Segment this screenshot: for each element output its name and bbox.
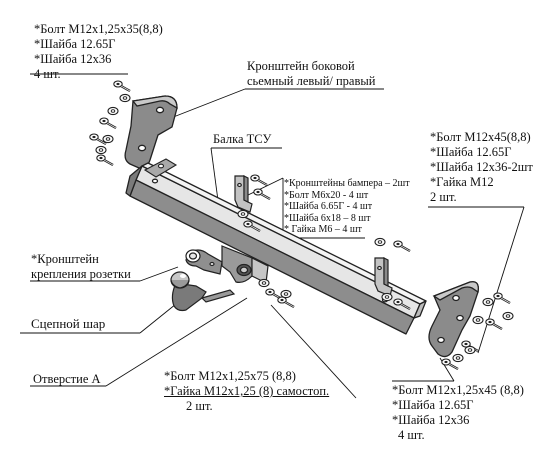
callout-top-left: *Болт М12х1,25х35(8,8) *Шайба 12.65Г *Ша… [34, 22, 163, 82]
left-side-bracket-shape [124, 95, 178, 169]
right-upper-line-2: *Шайба 12.65Г [430, 145, 512, 159]
right-upper-line-4: *Гайка М12 [430, 175, 494, 189]
callout-ball: Сцепной шар [31, 316, 105, 331]
callout-socket-bracket: *Кронштейн крепления розетки [31, 252, 131, 282]
center-bottom-line-1: *Болт М12х1,25х75 (8,8) [164, 369, 296, 383]
right-lower-line-3: *Шайба 12х36 [392, 413, 470, 427]
callout-hole: Отверстие А [33, 372, 101, 387]
right-lower-line-2: *Шайба 12.65Г [392, 398, 474, 412]
callout-beam: Балка ТСУ [213, 132, 271, 147]
center-bottom-line-2: *Гайка М12х1,25 (8) самостоп. [164, 384, 330, 398]
tow-ball-shape [170, 271, 236, 312]
side-bracket-line-2: сьемный левый/ правый [247, 74, 376, 88]
center-hardware [258, 278, 296, 309]
bumper-line-3: *Шайба 6.65Г - 4 шт [284, 201, 373, 212]
bumper-line-1: *Кронштейны бампера – 2шт [284, 178, 410, 189]
right-side-bracket-shape [428, 281, 479, 358]
right-lower-qty: 4 шт. [398, 428, 425, 442]
beam-left-plate [143, 158, 178, 178]
callout-right-upper: *Болт М12х45(8,8) *Шайба 12.65Г *Шайба 1… [430, 130, 533, 205]
hole-label: Отверстие А [33, 372, 101, 386]
top-left-line-3: *Шайба 12х36 [34, 52, 112, 66]
socket-bracket-shape [185, 249, 223, 275]
center-bottom-qty: 2 шт. [186, 399, 213, 413]
socket-bracket-line-1: *Кронштейн [31, 252, 99, 266]
bumper-line-4: *Шайба 6х18 – 8 шт [284, 212, 371, 224]
bumper-line-5: * Гайка М6 – 4 шт [284, 224, 362, 235]
top-left-qty: 4 шт. [34, 67, 61, 81]
side-bracket-line-1: Кронштейн боковой [247, 59, 355, 73]
callout-center-bottom: *Болт М12х1,25х75 (8,8) *Гайка М12х1,25 … [164, 369, 329, 414]
left-hardware [88, 79, 132, 167]
towbar-beam-shape [125, 162, 427, 335]
callout-right-lower: *Болт М12х1,25х45 (8,8) *Шайба 12.65Г *Ш… [392, 383, 524, 443]
right-lower-line-1: *Болт М12х1,25х45 (8,8) [392, 383, 524, 397]
bumper-bracket-left [234, 175, 253, 213]
ball-label: Сцепной шар [31, 316, 106, 331]
top-left-line-1: *Болт М12х1,25х35(8,8) [34, 22, 163, 36]
right-upper-line-1: *Болт М12х45(8,8) [430, 130, 531, 144]
callout-side-bracket: Кронштейн боковой сьемный левый/ правый [247, 59, 375, 89]
beam-label: Балка ТСУ [213, 132, 272, 146]
right-upper-line-3: *Шайба 12х36-2шт [430, 160, 533, 174]
callout-bumper: *Кронштейны бампера – 2шт *Болт М6х20 - … [284, 178, 410, 236]
bumper-line-2: *Болт М6х20 - 4 шт [284, 189, 369, 201]
hitch-mount-plates [221, 245, 269, 284]
top-left-line-2: *Шайба 12.65Г [34, 37, 116, 51]
bumper-bracket-right [374, 257, 393, 297]
right-upper-qty: 2 шт. [430, 190, 457, 204]
socket-bracket-line-2: крепления розетки [31, 267, 131, 281]
